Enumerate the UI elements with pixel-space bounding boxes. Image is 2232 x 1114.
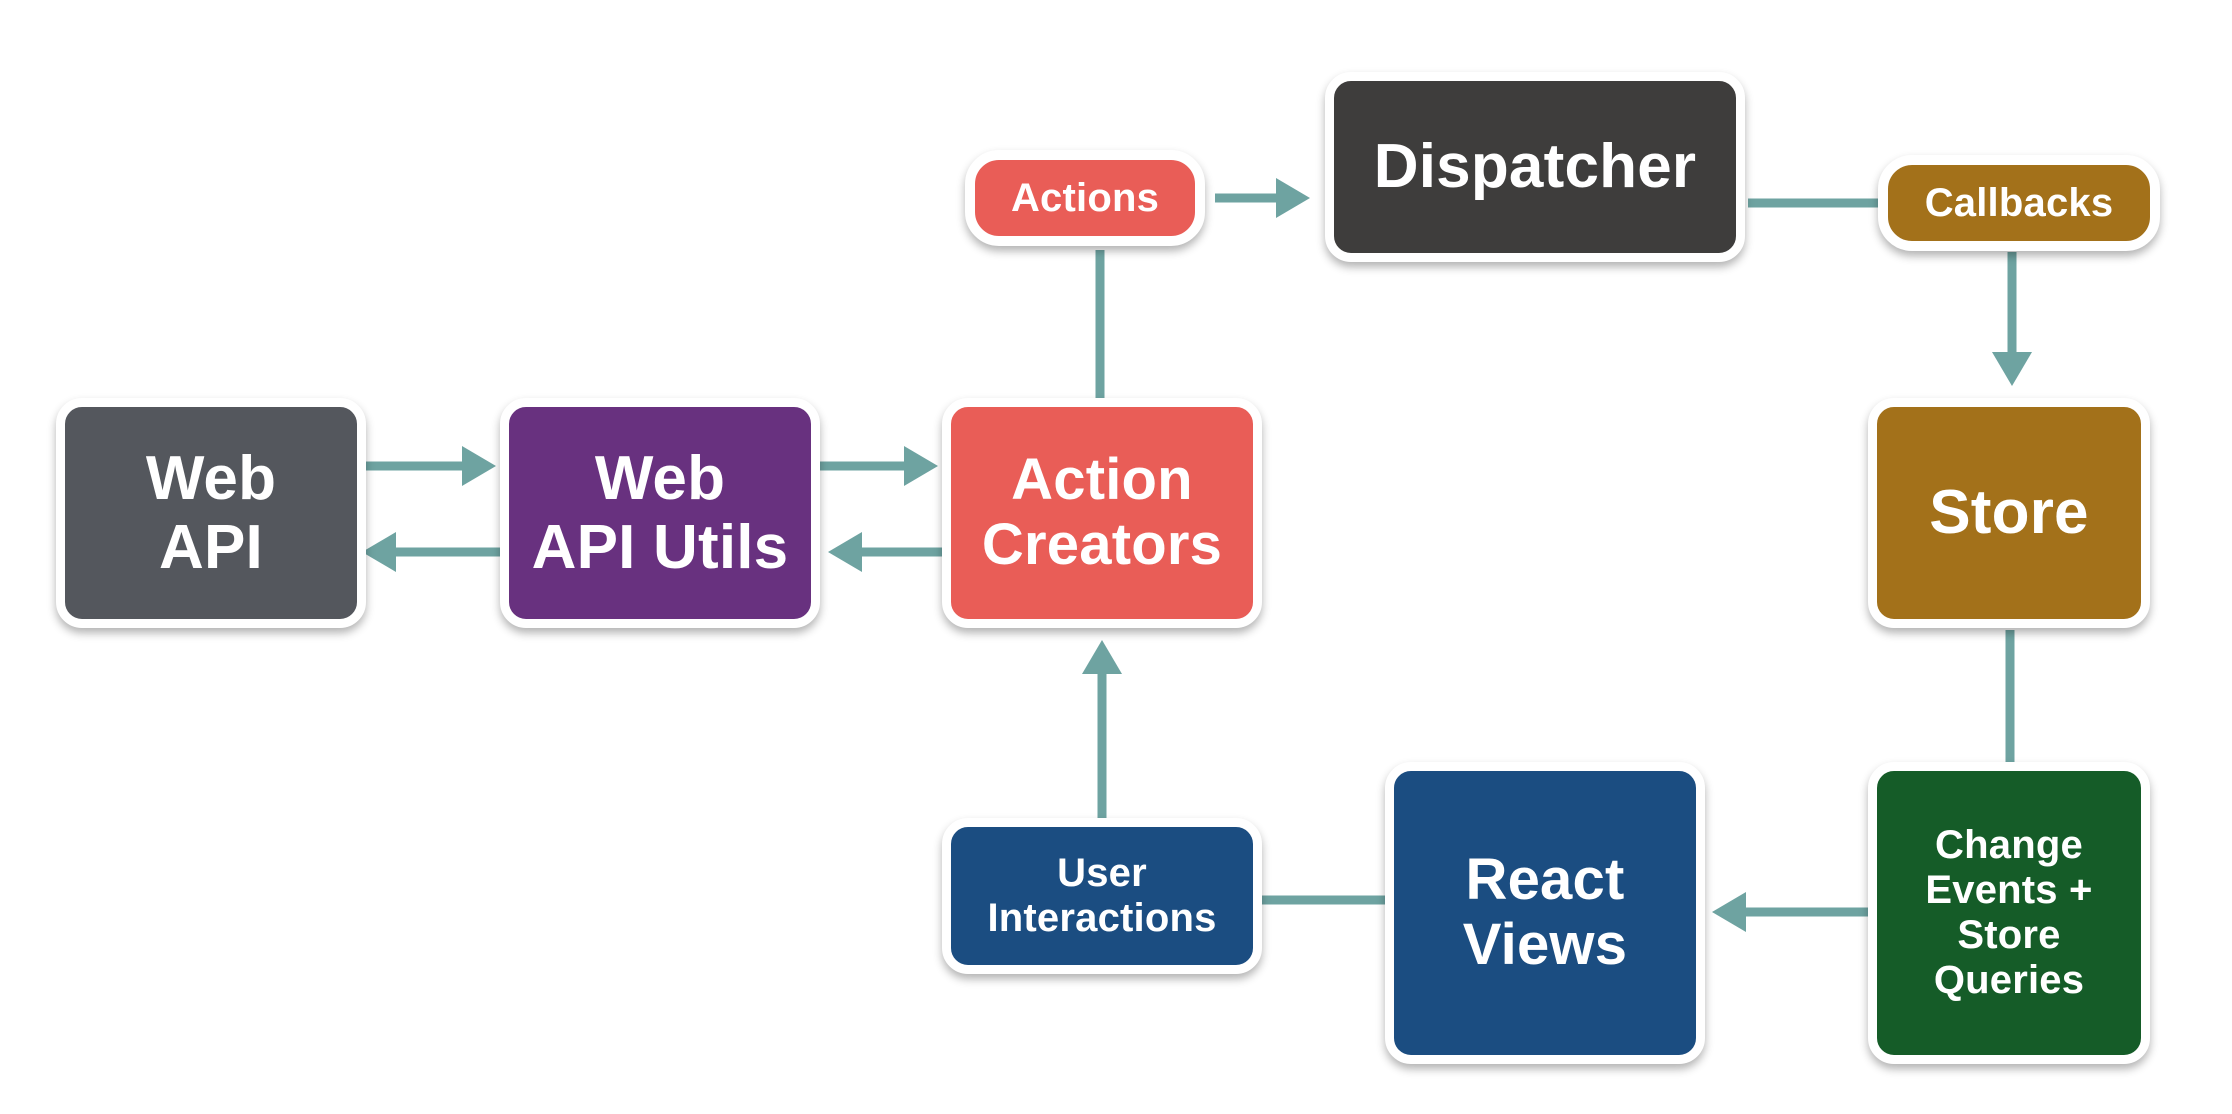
node-label-callbacks: Callbacks [1924, 180, 2114, 225]
node-actions[interactable]: Actions [965, 150, 1205, 246]
arrowhead [462, 446, 496, 486]
arrowhead [904, 446, 938, 486]
node-action-creators[interactable]: Action Creators [942, 398, 1262, 628]
connector-web-api-to-web-api-utils [366, 446, 496, 486]
node-react-views[interactable]: React Views [1385, 762, 1705, 1064]
arrowhead [362, 532, 396, 572]
connector-change-events-to-react-views [1712, 892, 1872, 932]
arrowhead [1082, 640, 1122, 674]
node-label-actions: Actions [1010, 175, 1160, 220]
node-web-api[interactable]: Web API [56, 398, 366, 628]
node-label-react-views: React Views [1462, 847, 1628, 977]
node-change-events[interactable]: Change Events + Store Queries [1868, 762, 2150, 1064]
connector-actions-to-dispatcher [1215, 178, 1310, 218]
arrowhead [1712, 892, 1746, 932]
connector-web-api-utils-to-web-api [362, 532, 502, 572]
arrowhead [828, 532, 862, 572]
node-label-dispatcher: Dispatcher [1373, 132, 1697, 202]
node-label-action-creators: Action Creators [981, 447, 1223, 577]
arrowhead [1992, 352, 2032, 386]
node-label-change-events: Change Events + Store Queries [1925, 823, 2093, 1002]
node-label-user-interactions: User Interactions [987, 851, 1217, 940]
node-dispatcher[interactable]: Dispatcher [1325, 72, 1745, 262]
connector-action-creators-to-web-api-utils [828, 532, 945, 572]
node-callbacks[interactable]: Callbacks [1878, 155, 2160, 251]
node-web-api-utils[interactable]: Web API Utils [500, 398, 820, 628]
connector-web-api-utils-to-action-creators [818, 446, 938, 486]
node-store[interactable]: Store [1868, 398, 2150, 628]
connector-user-interactions-to-action-creators [1082, 640, 1122, 820]
node-label-web-api: Web API [145, 443, 277, 582]
node-label-store: Store [1929, 478, 2089, 548]
node-label-web-api-utils: Web API Utils [531, 443, 789, 582]
node-user-interactions[interactable]: User Interactions [942, 818, 1262, 974]
arrowhead [1276, 178, 1310, 218]
connector-callbacks-to-store [1992, 252, 2032, 386]
